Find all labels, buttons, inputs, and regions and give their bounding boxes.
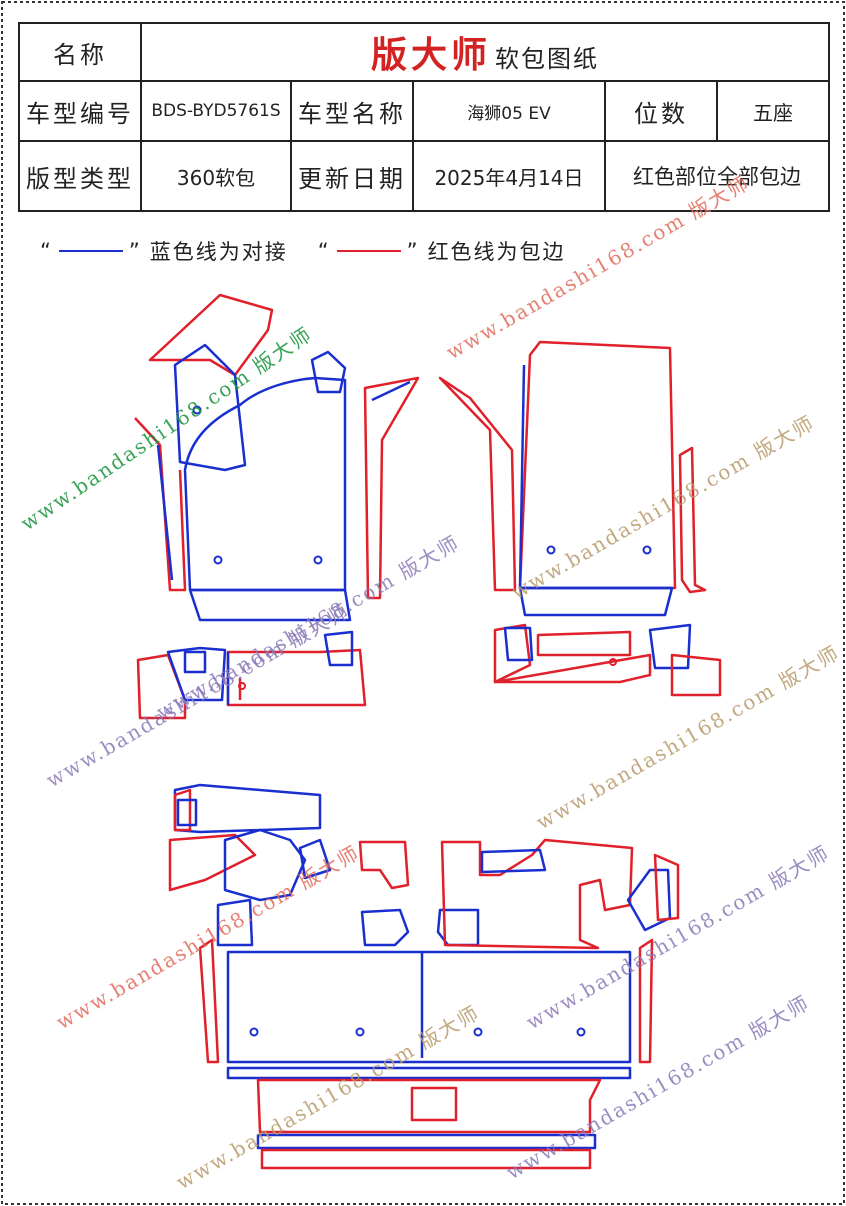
seats-label: 位数 xyxy=(604,80,718,142)
brand-title: 版大师 xyxy=(371,35,492,76)
line-legend: “ ” 蓝色线为对接 “ ” 红色线为包边 xyxy=(40,236,566,266)
update-date-value: 2025年4月14日 xyxy=(412,140,606,212)
edge-note: 红色部位全部包边 xyxy=(603,140,831,212)
legend-red-text: 红色线为包边 xyxy=(427,240,566,264)
legend-blue-text: 蓝色线为对接 xyxy=(149,240,288,264)
pattern-type-label: 版型类型 xyxy=(18,140,142,212)
model-code-value: BDS-BYD5761S xyxy=(140,80,292,142)
title-cell: 版大师软包图纸 xyxy=(139,22,831,82)
front-left-mat xyxy=(134,293,420,622)
seats-value: 五座 xyxy=(715,80,831,142)
legend-red-quote-close: ” xyxy=(406,239,420,263)
name-label: 名称 xyxy=(18,22,142,82)
front-lower-strips xyxy=(136,623,722,720)
rear-upper-strips xyxy=(168,783,680,950)
brand-subtitle: 软包图纸 xyxy=(495,45,600,73)
legend-blue-quote-close: ” xyxy=(128,239,142,263)
model-name-label: 车型名称 xyxy=(290,80,414,142)
legend-red-quote-open: “ xyxy=(317,239,331,263)
update-date-label: 更新日期 xyxy=(290,140,414,212)
legend-blue-line xyxy=(58,250,123,252)
legend-red-line xyxy=(336,250,401,252)
model-name-value: 海狮05 EV xyxy=(412,80,606,142)
rear-main-mat xyxy=(198,938,654,1170)
front-right-mat xyxy=(438,340,707,617)
pattern-type-value: 360软包 xyxy=(140,140,292,212)
legend-blue-quote-open: “ xyxy=(40,239,53,263)
spec-table: 名称 版大师软包图纸 车型编号 BDS-BYD5761S 车型名称 海狮05 E… xyxy=(18,22,831,212)
model-code-label: 车型编号 xyxy=(18,80,142,142)
